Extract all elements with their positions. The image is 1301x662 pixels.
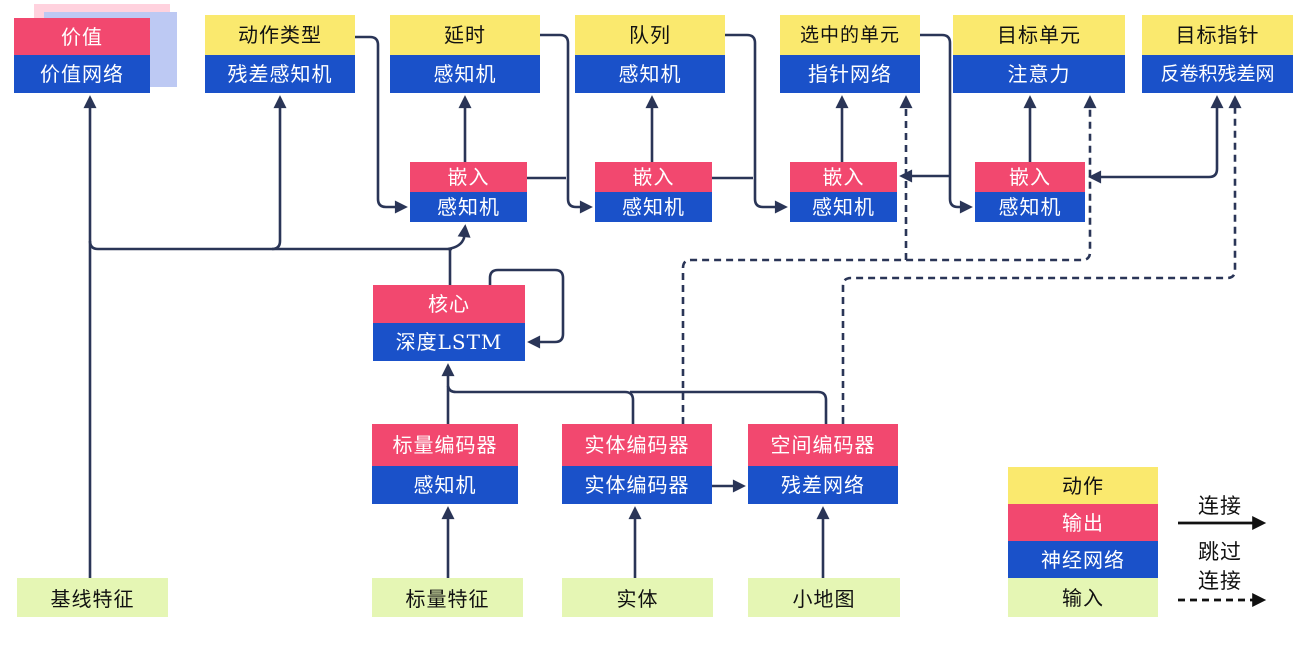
node-core-head: 核心 [373,285,525,323]
node-queue-head: 队列 [575,15,725,55]
legend-arrows [1178,516,1267,607]
node-selected-units-head: 选中的单元 [780,15,920,55]
node-value-body: 价值网络 [14,55,150,93]
skip-entity-to-attention [681,95,1097,424]
node-embed1-head: 嵌入 [410,162,527,192]
node-target-unit: 目标单元 注意力 [953,15,1125,93]
node-embed3: 嵌入 感知机 [790,162,897,222]
node-entity-encoder: 实体编码器 实体编码器 [562,424,712,504]
node-embed4: 嵌入 感知机 [975,162,1085,222]
edge-core-to-embed1 [447,224,471,251]
node-action-type-head: 动作类型 [205,15,355,55]
node-spatial-encoder-head: 空间编码器 [748,424,898,466]
node-entity-encoder-body: 实体编码器 [562,466,712,504]
node-target-pointer: 目标指针 反卷积残差网 [1142,15,1293,93]
edge-queue-to-embed3 [725,33,788,214]
node-queue: 队列 感知机 [575,15,725,93]
skip-connections [681,95,1242,424]
edge-delay-to-embed2 [540,33,593,214]
node-value-head: 价值 [14,18,150,55]
node-target-pointer-body: 反卷积残差网 [1142,55,1293,93]
node-delay: 延时 感知机 [390,15,540,93]
node-scalar-encoder-head: 标量编码器 [372,424,518,466]
node-selected-units: 选中的单元 指针网络 [780,15,920,93]
node-delay-head: 延时 [390,15,540,55]
legend-skip-label-1: 跳过 [1198,540,1242,564]
node-embed2-head: 嵌入 [595,162,712,192]
input-entities: 实体 [562,578,713,617]
legend-skip-label-2: 连接 [1198,569,1242,593]
node-action-type-body: 残差感知机 [205,55,355,93]
edge-core-trunk-left [88,240,452,251]
edge-core-selfloop [488,268,565,349]
node-target-unit-body: 注意力 [953,55,1125,93]
edge-entityenc-to-core [446,385,635,424]
legend-network: 神经网络 [1008,541,1158,578]
legend-input: 输入 [1008,578,1158,617]
legend-output: 输出 [1008,504,1158,541]
node-delay-body: 感知机 [390,55,540,93]
input-baseline-features: 基线特征 [17,578,168,617]
edge-selected-to-embed4 [920,33,973,214]
node-embed4-body: 感知机 [975,192,1085,222]
legend-swatches: 动作 输出 神经网络 输入 [1008,467,1158,617]
legend-action: 动作 [1008,467,1158,504]
node-entity-encoder-head: 实体编码器 [562,424,712,466]
edge-core-to-actiontype [271,95,287,251]
node-embed1-body: 感知机 [410,192,527,222]
node-target-pointer-head: 目标指针 [1142,15,1293,55]
node-embed4-head: 嵌入 [975,162,1085,192]
node-scalar-encoder-body: 感知机 [372,466,518,504]
node-embed3-body: 感知机 [790,192,897,222]
edge-actiontype-to-embed1 [355,35,408,214]
node-target-unit-head: 目标单元 [953,15,1125,55]
edge-embed4-to-targetpointer [1088,95,1224,184]
node-selected-units-body: 指针网络 [780,55,920,93]
node-core-body: 深度LSTM [373,323,525,361]
node-spatial-encoder: 空间编码器 残差网络 [748,424,898,504]
input-scalar-features: 标量特征 [372,578,523,617]
input-minimap: 小地图 [748,578,900,617]
node-value: 价值 价值网络 [14,18,150,93]
node-action-type: 动作类型 残差感知机 [205,15,355,93]
node-embed2-body: 感知机 [595,192,712,222]
legend-connect-label: 连接 [1198,494,1242,518]
node-queue-body: 感知机 [575,55,725,93]
node-scalar-encoder: 标量编码器 感知机 [372,424,518,504]
skip-spatial-to-deconv [841,95,1242,424]
edge-spatialenc-to-core [630,390,828,424]
solid-connections [83,33,1224,578]
node-spatial-encoder-body: 残差网络 [748,466,898,504]
node-embed1: 嵌入 感知机 [410,162,527,222]
node-embed2: 嵌入 感知机 [595,162,712,222]
node-core: 核心 深度LSTM [373,285,525,361]
node-embed3-head: 嵌入 [790,162,897,192]
